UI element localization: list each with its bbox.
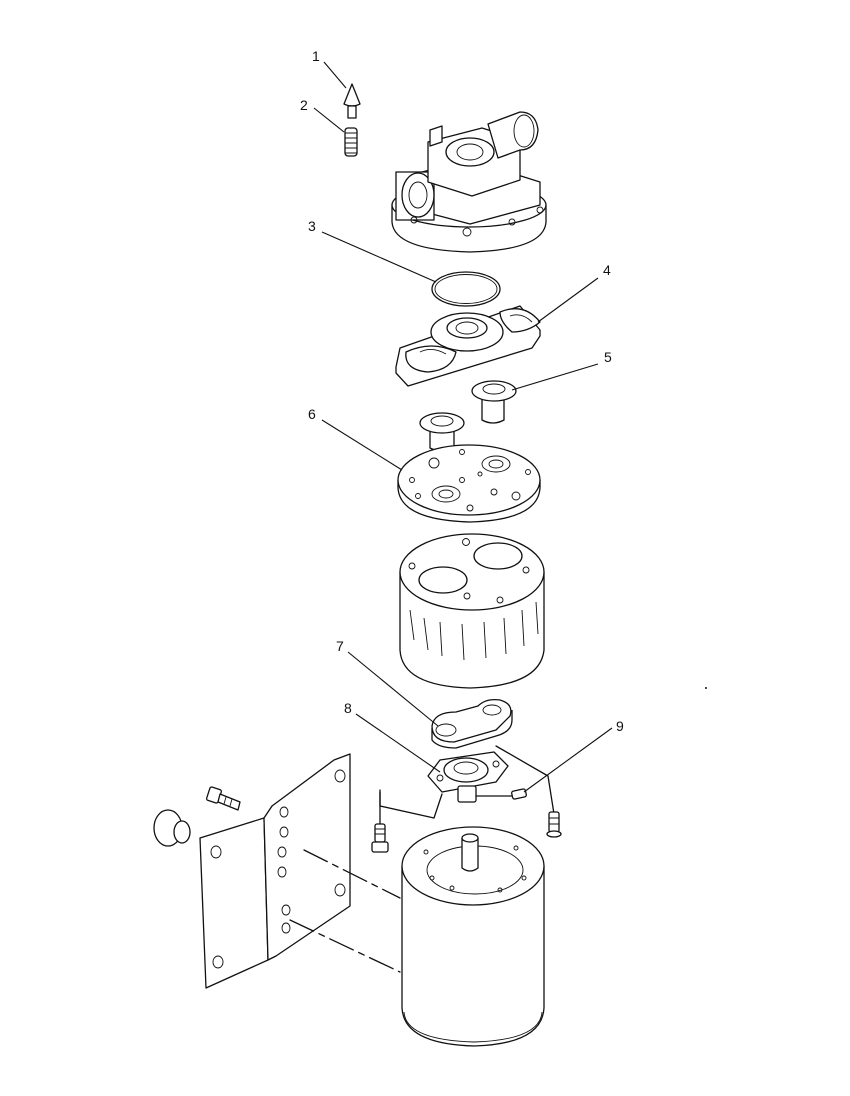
grommet [153, 809, 191, 847]
leader-lines [313, 61, 613, 793]
part-1-cone-tip [343, 83, 361, 119]
mounting-bracket [199, 753, 351, 989]
part-3-o-ring [431, 271, 501, 307]
stray-mark [705, 687, 707, 689]
callout-labels: 1 2 3 4 5 6 7 8 9 [300, 48, 624, 734]
callout-3: 3 [308, 218, 316, 234]
motor [401, 826, 545, 1047]
valve-housing [391, 111, 547, 253]
part-6-gasket-plate [397, 444, 541, 523]
screw-right [495, 745, 562, 838]
part-7-bracket [431, 698, 513, 749]
callout-8: 8 [344, 700, 352, 716]
part-4-port-plate [395, 305, 541, 387]
pump-cup [399, 533, 545, 689]
part-5-bushing [471, 380, 517, 424]
assembly-lines [289, 849, 401, 973]
callout-2: 2 [300, 97, 308, 113]
callout-4: 4 [603, 262, 611, 278]
part-8-flange [427, 751, 509, 803]
callout-9: 9 [616, 718, 624, 734]
bracket-bolt [206, 786, 241, 811]
callout-7: 7 [336, 638, 344, 654]
callout-6: 6 [308, 406, 316, 422]
part-2-spring [344, 127, 358, 157]
part-9-wire [379, 788, 527, 819]
screw-left [371, 789, 389, 853]
part-6-bushing [419, 412, 465, 452]
callout-5: 5 [604, 349, 612, 365]
callout-1: 1 [312, 48, 320, 64]
